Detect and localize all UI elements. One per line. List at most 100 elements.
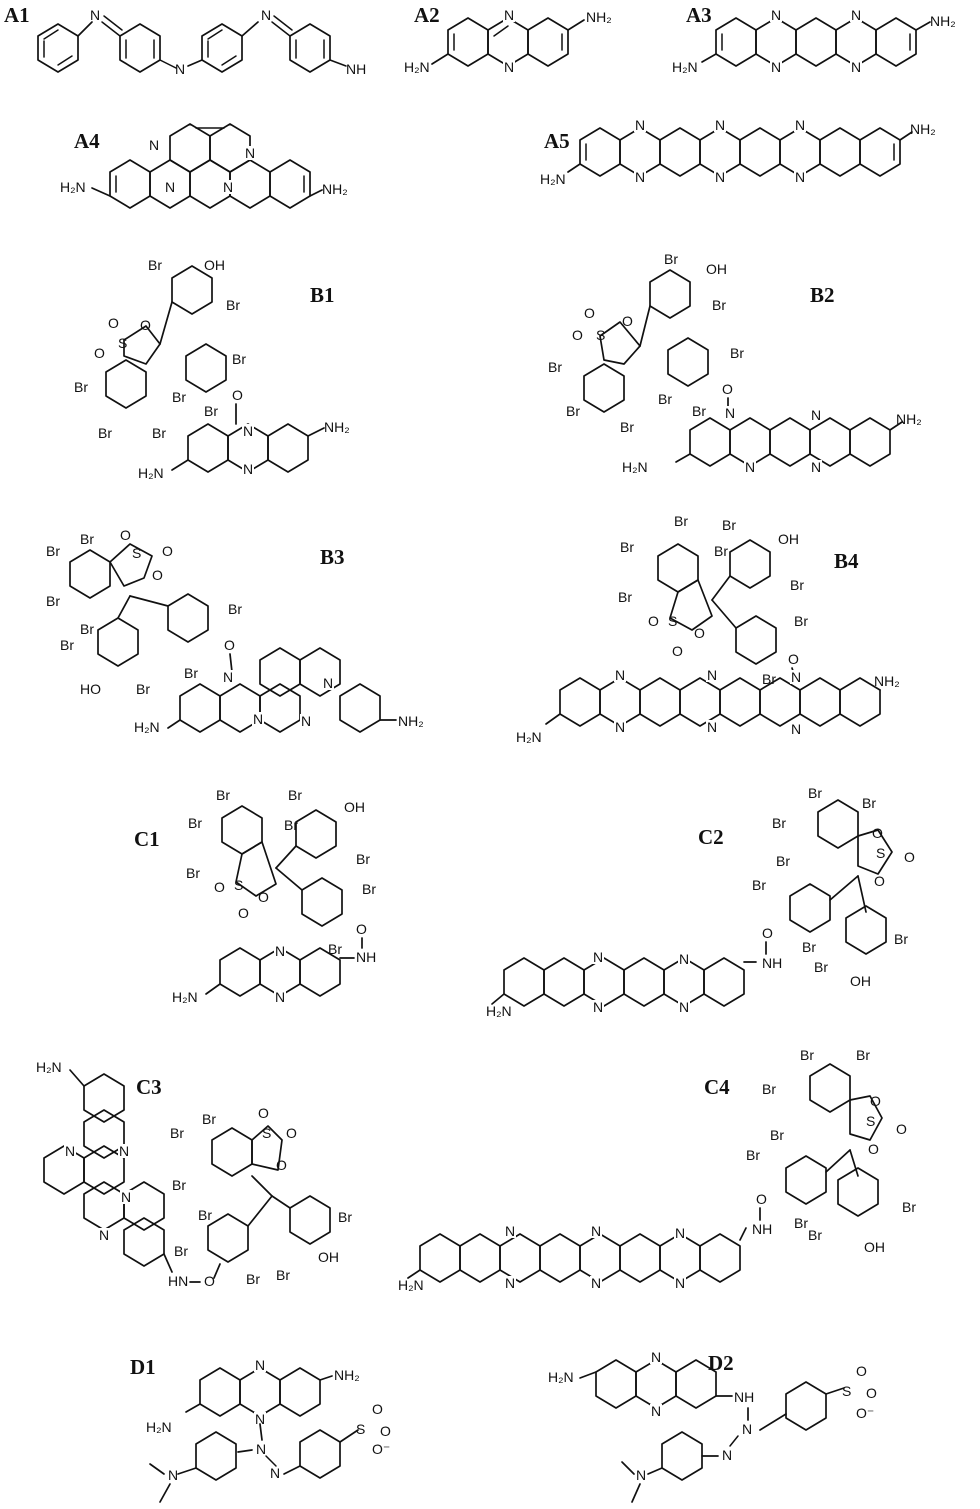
- atom-n: N: [715, 117, 725, 133]
- atom-br: Br: [198, 1207, 212, 1223]
- atom-br: Br: [228, 601, 242, 617]
- molecule-a4: A4 N N N N H₂N NH₂: [60, 123, 348, 209]
- atom-h2n: H₂N: [516, 729, 542, 745]
- atom-n: N: [636, 1467, 646, 1483]
- atom-br: Br: [328, 941, 342, 957]
- atom-nh2: NH₂: [398, 713, 424, 729]
- atom-o: O: [258, 889, 269, 905]
- atom-n: N: [149, 137, 159, 153]
- atom-n: N: [615, 719, 625, 735]
- atom-n: N: [707, 667, 717, 683]
- atom-br: Br: [808, 785, 822, 801]
- atom-h2n: H₂N: [134, 719, 160, 735]
- atom-o: O: [232, 387, 243, 403]
- atom-o: O: [140, 317, 151, 333]
- atom-n: N: [791, 669, 801, 685]
- atom-nh2: NH₂: [322, 181, 348, 197]
- atom-br: Br: [794, 1215, 808, 1231]
- atom-o: O: [380, 1423, 391, 1439]
- atom-s: S: [866, 1113, 875, 1129]
- atom-br: Br: [46, 593, 60, 609]
- atom-br: Br: [186, 865, 200, 881]
- atom-o: O: [238, 905, 249, 921]
- atom-n: N: [635, 117, 645, 133]
- molecule-d2: D2 H₂N N N NH N N S O O⁻ O N: [548, 1349, 877, 1503]
- atom-o: O: [162, 543, 173, 559]
- atom-o: O: [276, 1157, 287, 1173]
- molecule-a2: A2 N N NH₂ H₂N: [404, 3, 612, 75]
- atom-n: N: [223, 179, 233, 195]
- atom-s: S: [234, 877, 243, 893]
- atom-ho: HO: [80, 681, 101, 697]
- atom-br: Br: [856, 1047, 870, 1063]
- atom-br: Br: [202, 1111, 216, 1127]
- atom-h2n: H₂N: [36, 1059, 62, 1075]
- atom-br: Br: [80, 531, 94, 547]
- panel-label-c1: C1: [134, 827, 160, 851]
- atom-n: N: [301, 713, 311, 729]
- panel-label-a3: A3: [686, 3, 712, 27]
- atom-nh: NH: [734, 1389, 754, 1405]
- atom-s: S: [596, 327, 605, 343]
- atom-br: Br: [246, 1271, 260, 1287]
- panel-label-b3: B3: [320, 545, 345, 569]
- atom-br: Br: [288, 787, 302, 803]
- atom-br: Br: [794, 613, 808, 629]
- panel-label-c4: C4: [704, 1075, 730, 1099]
- atom-n: N: [261, 7, 271, 23]
- atom-br: Br: [276, 1267, 290, 1283]
- atom-o: O: [788, 651, 799, 667]
- atom-s: S: [118, 335, 127, 351]
- atom-h2n: H₂N: [138, 465, 164, 481]
- atom-n: N: [635, 169, 645, 185]
- atom-br: Br: [894, 931, 908, 947]
- atom-br: Br: [762, 1081, 776, 1097]
- atom-nh: NH: [762, 955, 782, 971]
- atom-br: Br: [284, 817, 298, 833]
- atom-n: N: [99, 1227, 109, 1243]
- atom-o: O: [756, 1191, 767, 1207]
- atom-n: N: [119, 1143, 129, 1159]
- atom-n: N: [707, 719, 717, 735]
- atom-o: O: [872, 825, 883, 841]
- atom-br: Br: [46, 543, 60, 559]
- atom-oh: OH: [344, 799, 365, 815]
- atom-o: O: [258, 1105, 269, 1121]
- atom-n: N: [722, 1447, 732, 1463]
- atom-br: Br: [152, 425, 166, 441]
- atom-s: S: [262, 1125, 271, 1141]
- atom-br: Br: [770, 1127, 784, 1143]
- molecule-b4: B4 Br Br Br Br S O O O Br OH Br Br Br O …: [516, 513, 900, 745]
- atom-n: N: [679, 951, 689, 967]
- atom-imine: NH: [346, 61, 366, 77]
- atom-br: Br: [772, 815, 786, 831]
- atom-n: N: [175, 61, 185, 77]
- atom-br: Br: [730, 345, 744, 361]
- atom-n: N: [715, 169, 725, 185]
- atom-br: Br: [862, 795, 876, 811]
- atom-br: Br: [712, 297, 726, 313]
- molecule-a5: A5 N N N N N N NH₂ H₂N: [540, 117, 936, 187]
- atom-n: N: [651, 1349, 661, 1365]
- atom-h2n: H₂N: [548, 1369, 574, 1385]
- panel-label-a2: A2: [414, 3, 440, 27]
- atom-nh2: NH₂: [874, 673, 900, 689]
- atom-n: N: [504, 7, 514, 23]
- atom-br: Br: [172, 389, 186, 405]
- atom-n: N: [745, 459, 755, 475]
- atom-o: O: [286, 1125, 297, 1141]
- atom-n: N: [771, 59, 781, 75]
- atom-o-minus: O⁻: [372, 1441, 390, 1457]
- atom-o: O: [904, 849, 915, 865]
- atom-o: O: [672, 643, 683, 659]
- atom-n: N: [675, 1225, 685, 1241]
- atom-br: Br: [692, 403, 706, 419]
- atom-nh2: NH₂: [586, 9, 612, 25]
- atom-o: O: [224, 637, 235, 653]
- atom-o: O: [722, 381, 733, 397]
- panel-label-a5: A5: [544, 129, 570, 153]
- atom-n: N: [165, 179, 175, 195]
- atom-br: Br: [618, 589, 632, 605]
- atom-br: Br: [356, 851, 370, 867]
